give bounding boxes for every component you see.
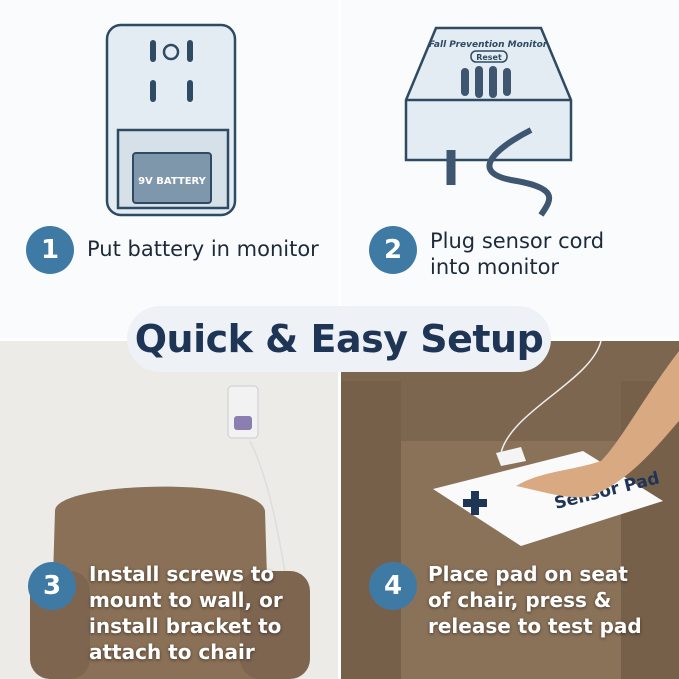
caption-line: release to test pad xyxy=(428,614,642,638)
caption-line: Place pad on seat xyxy=(428,562,628,586)
step-3-caption: Install screws to mount to wall, or inst… xyxy=(89,561,283,665)
caption-line: install bracket to xyxy=(89,614,282,638)
step-4-panel: Sensor Pad 4 Place pad on seat of chair,… xyxy=(341,341,679,679)
monitor-back-battery-illustration: 9V BATTERY xyxy=(105,23,237,217)
chair-with-sensor-pad-photo: Sensor Pad xyxy=(341,341,679,679)
step-4-caption: Place pad on seat of chair, press & rele… xyxy=(428,561,642,639)
chair-with-wall-monitor-photo xyxy=(30,385,310,679)
caption-line: of chair, press & xyxy=(428,588,612,612)
step-2-caption: Plug sensor cord into monitor xyxy=(430,228,604,280)
caption-line: into monitor xyxy=(430,255,560,279)
battery-label: 9V BATTERY xyxy=(138,176,207,187)
caption-line: Plug sensor cord xyxy=(430,229,605,253)
page-title: Quick & Easy Setup xyxy=(127,306,551,372)
caption-line: attach to chair xyxy=(89,640,255,664)
step-2-panel: Fall Prevention Monitor Reset 2 Plug sen… xyxy=(341,0,679,338)
caption-line: mount to wall, or xyxy=(89,588,283,612)
step-3-panel: 3 Install screws to mount to wall, or in… xyxy=(0,341,338,679)
step-number-badge: 2 xyxy=(369,226,417,274)
device-label: Fall Prevention Monitor xyxy=(429,40,548,50)
step-number-badge: 4 xyxy=(369,562,417,610)
step-number-badge: 1 xyxy=(26,226,74,274)
step-number-badge: 3 xyxy=(28,562,76,610)
monitor-sensor-cord-illustration: Fall Prevention Monitor Reset xyxy=(404,26,573,217)
caption-line: Install screws to xyxy=(89,562,275,586)
step-1-caption: Put battery in monitor xyxy=(87,237,319,261)
step-1-panel: 9V BATTERY 1 Put battery in monitor xyxy=(0,0,338,338)
reset-label: Reset xyxy=(476,53,502,62)
